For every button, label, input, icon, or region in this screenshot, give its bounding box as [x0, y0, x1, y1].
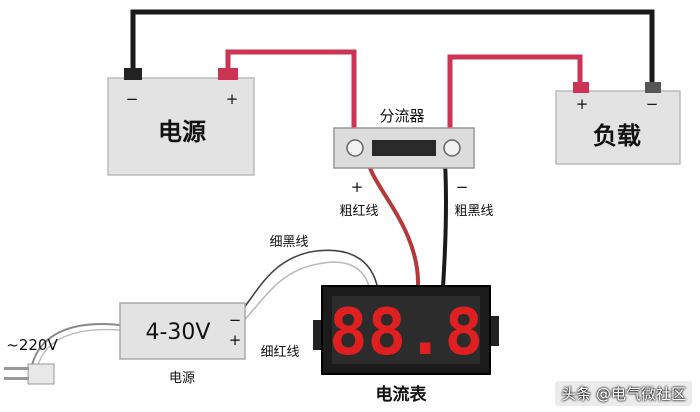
source-plus-terminal: [218, 68, 238, 80]
power-source-label: 电源: [158, 118, 206, 146]
load-plus-terminal: [573, 82, 589, 93]
source-plus-sign: +: [226, 90, 239, 108]
thick-red-sense-wire: [366, 161, 421, 288]
shunt-bar: [372, 140, 436, 156]
mains-cable: [31, 323, 121, 366]
load-plus-sign: +: [576, 95, 589, 113]
red-wire-shunt-load: [447, 54, 583, 132]
black-wire-top: [130, 9, 655, 88]
source-minus-terminal: [124, 68, 142, 80]
load-minus-terminal: [645, 82, 661, 93]
watermark: 头条 @电气微社区: [555, 381, 692, 406]
load-minus-sign: −: [646, 95, 659, 113]
thick-black-sense-wire: [441, 161, 449, 288]
ammeter-digits: 88.8: [329, 296, 483, 370]
power-source-box: [107, 77, 255, 176]
red-wire-source-shunt: [225, 49, 357, 130]
adapter-plus-sign: +: [229, 331, 242, 349]
source-minus-sign: −: [126, 90, 139, 108]
shunt-left-screw: [346, 139, 364, 157]
adapter-voltage: 4-30V: [146, 320, 211, 345]
shunt-label: 分流器: [379, 107, 424, 125]
mains-cable-inner: [37, 328, 121, 366]
thick-red-sign: +: [351, 178, 364, 196]
shunt-right-screw: [443, 139, 461, 157]
thick-black-sign: −: [456, 178, 469, 196]
thin-black-wire-label: 细黑线: [269, 235, 308, 250]
adapter-box: [119, 302, 246, 360]
adapter-caption: 电源: [169, 371, 195, 386]
plug-body: [27, 363, 55, 385]
ammeter-label: 电流表: [376, 384, 428, 405]
thin-wire-pair-white: [232, 261, 371, 331]
thin-wire-pair-black: [232, 249, 379, 321]
plug-pin-top: [4, 367, 29, 370]
thin-red-wire-label: 细红线: [260, 344, 299, 360]
load-box: [555, 90, 681, 165]
plug-pin-bottom: [4, 377, 29, 380]
thick-red-wire-label: 粗红线: [339, 203, 378, 219]
thick-black-wire-label: 粗黑线: [454, 204, 493, 219]
mains-label: ~220V: [6, 336, 58, 354]
ammeter-display: [332, 296, 480, 364]
adapter-minus-sign: −: [229, 311, 242, 329]
load-label: 负载: [593, 122, 641, 150]
